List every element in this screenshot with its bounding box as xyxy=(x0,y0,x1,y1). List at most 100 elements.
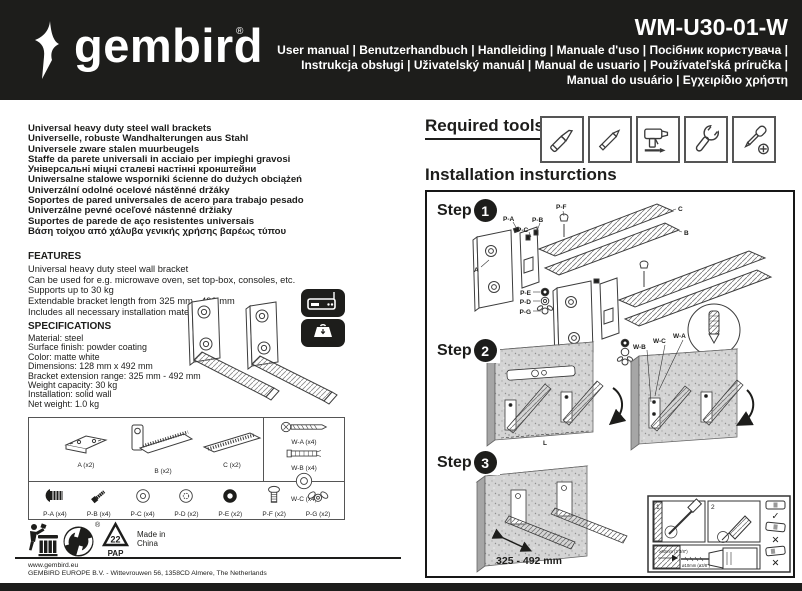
bracket-drawing xyxy=(245,301,338,405)
parts-main-section: A (x2) B (x2) xyxy=(29,418,344,503)
drilling-detail-text: 1 2 ≥60mm (2 3/8") ø10mm (ø3/8") ✓ ✕ ✕ xyxy=(656,504,780,569)
part-pe: P-E (x2) xyxy=(209,487,251,518)
spec-item: Surface finish: powder coating xyxy=(28,342,147,353)
product-title-line: Suportes de parede de aço resistentes un… xyxy=(28,215,255,227)
spec-item: Color: matte white xyxy=(28,351,100,362)
part-label: A (x2) xyxy=(77,462,95,469)
feature-item: Supports up to 30 kg xyxy=(28,285,114,296)
drill-icon xyxy=(644,128,669,153)
green-dot-icon xyxy=(63,526,94,557)
specifications-list: Material: steel Surface finish: powder c… xyxy=(28,333,201,409)
part-b-icon xyxy=(131,424,194,454)
pap-code: 22 xyxy=(110,535,120,545)
part-pg: P-G (x2) xyxy=(297,487,339,518)
part-label: P-C (x4) xyxy=(130,511,155,518)
label-w-a: W-A xyxy=(673,333,686,340)
part-label: P-A (x4) xyxy=(43,511,67,518)
screws-section: P-A (x4) P-B (x4) P-C (x4) xyxy=(29,483,344,520)
part-label: P-D (x2) xyxy=(174,511,199,518)
step-3-number: 3 xyxy=(473,451,497,474)
level-wrong-mark: ✕ xyxy=(772,535,780,546)
footer-divider xyxy=(15,557,401,559)
part-label: P-B (x4) xyxy=(86,511,111,518)
label-w-c: W-C xyxy=(653,338,666,345)
logo-registered-mark: ® xyxy=(236,26,244,37)
step-label: Step xyxy=(437,453,472,471)
part-a: A (x2) xyxy=(47,428,125,469)
part-label: P-F (x2) xyxy=(262,511,286,518)
part-pb: P-B (x4) xyxy=(78,487,120,518)
spec-item: Net weight: 1.0 kg xyxy=(28,398,100,409)
step-label: Step xyxy=(437,201,472,219)
tool-wrench xyxy=(684,116,728,163)
level-wrong-mark: ✕ xyxy=(772,558,780,569)
product-title-line: Uniwersalne stalowe wsporniki ścienne do… xyxy=(28,174,303,186)
step1-labels: P-A P-B P-C P-F P-E P-D P-G A C B xyxy=(474,204,689,316)
panel2-number: 2 xyxy=(711,504,715,511)
company-address: GEMBIRD EUROPE B.V. - Wittevrouwen 56, 1… xyxy=(28,570,267,577)
product-model: WM-U30-01-W xyxy=(634,14,788,40)
part-c-icon xyxy=(202,432,262,453)
feature-item: Can be used for e.g. microwave oven, set… xyxy=(28,274,296,285)
label-p-f: P-F xyxy=(556,204,567,211)
level-check-icons xyxy=(765,500,786,557)
part-pd-icon xyxy=(179,489,194,503)
feature-item: Extendable bracket length from 325 mm - … xyxy=(28,296,235,307)
panel1-number: 1 xyxy=(656,504,660,511)
product-title-line: Βάση τοίχου από χάλυβα γενικής χρήσης βα… xyxy=(28,225,287,237)
tool-screwdriver xyxy=(732,116,776,163)
label-l: L xyxy=(543,440,547,447)
part-label: W-C (x4) xyxy=(291,496,317,503)
part-label: W-A (x4) xyxy=(291,439,317,446)
product-title-line: Staffe da parete universali in acciaio p… xyxy=(28,153,291,165)
spec-item: Weight capacity: 30 kg xyxy=(28,380,118,391)
feature-item: Includes all necessary installation mate… xyxy=(28,306,207,317)
product-title-line: Univerzálne pevné oceľové nástenné držia… xyxy=(28,205,233,217)
gembird-bird-icon xyxy=(35,21,59,79)
label-p-a: P-A xyxy=(503,216,515,223)
step2-labels: L W-B W-C W-A xyxy=(543,333,686,447)
pap-label: PAP xyxy=(108,549,125,558)
settopbox-icon xyxy=(301,289,345,317)
level-ok-mark: ✓ xyxy=(772,511,780,522)
label-b: B xyxy=(684,230,689,237)
step-label: Step xyxy=(437,341,472,359)
product-title-line: Univerzální odolné ocelové nástěnné držá… xyxy=(28,184,230,196)
part-pc-icon xyxy=(135,489,150,503)
part-wb-icon xyxy=(286,449,322,458)
product-title-line: Універсальні міцні сталеві настінні крон… xyxy=(28,164,257,176)
part-label: B (x2) xyxy=(154,468,172,475)
product-line-drawing xyxy=(187,297,338,405)
footer-bar xyxy=(0,583,802,591)
installation-heading: Installation insturctions xyxy=(425,165,617,184)
installation-diagram: P-A P-B P-C P-F P-E P-D P-G A C B xyxy=(472,203,791,573)
features-heading: FEATURES xyxy=(28,251,82,262)
max-load-icon: max. 30 kg xyxy=(301,319,345,347)
made-in-label: Made in China xyxy=(137,530,166,548)
features-list: Universal heavy duty steel wall bracket … xyxy=(28,264,295,318)
product-title-line: Universelle, robuste Wandhalterungen aus… xyxy=(28,133,249,145)
website-link[interactable]: www.gembird.eu xyxy=(28,562,79,569)
header-bar: gembird ® WM-U30-01-W User manual | Benu… xyxy=(0,0,802,100)
product-title-line: Soportes de pared universales de acero p… xyxy=(28,195,304,207)
part-label: W-B (x4) xyxy=(291,465,317,472)
step-3-heading: Step 3 xyxy=(437,450,500,475)
settopbox-badge xyxy=(301,289,345,317)
label-p-d: P-D xyxy=(520,299,532,306)
part-pg-icon xyxy=(307,491,329,502)
wall-materials-column: W-A (x4) W-B (x4) W-C (x4) xyxy=(265,420,343,503)
part-pb-icon xyxy=(90,490,105,504)
part-label: C (x2) xyxy=(223,462,241,469)
product-title-line: Universele zware stalen muurbeugels xyxy=(28,143,200,155)
part-wa-icon xyxy=(280,421,328,433)
label-p-b: P-B xyxy=(532,217,544,224)
green-dot-registered-mark: ® xyxy=(95,522,101,529)
part-c: C (x2) xyxy=(199,428,265,469)
step1-exploded-diagram xyxy=(472,203,773,399)
anchor-detail-inset xyxy=(687,303,741,399)
step-2-heading: Step 2 xyxy=(437,338,500,363)
specifications-heading: SPECIFICATIONS xyxy=(28,321,112,332)
pap-recycling-icon: 22 PAP xyxy=(102,521,129,558)
label-w-b: W-B xyxy=(633,344,646,351)
